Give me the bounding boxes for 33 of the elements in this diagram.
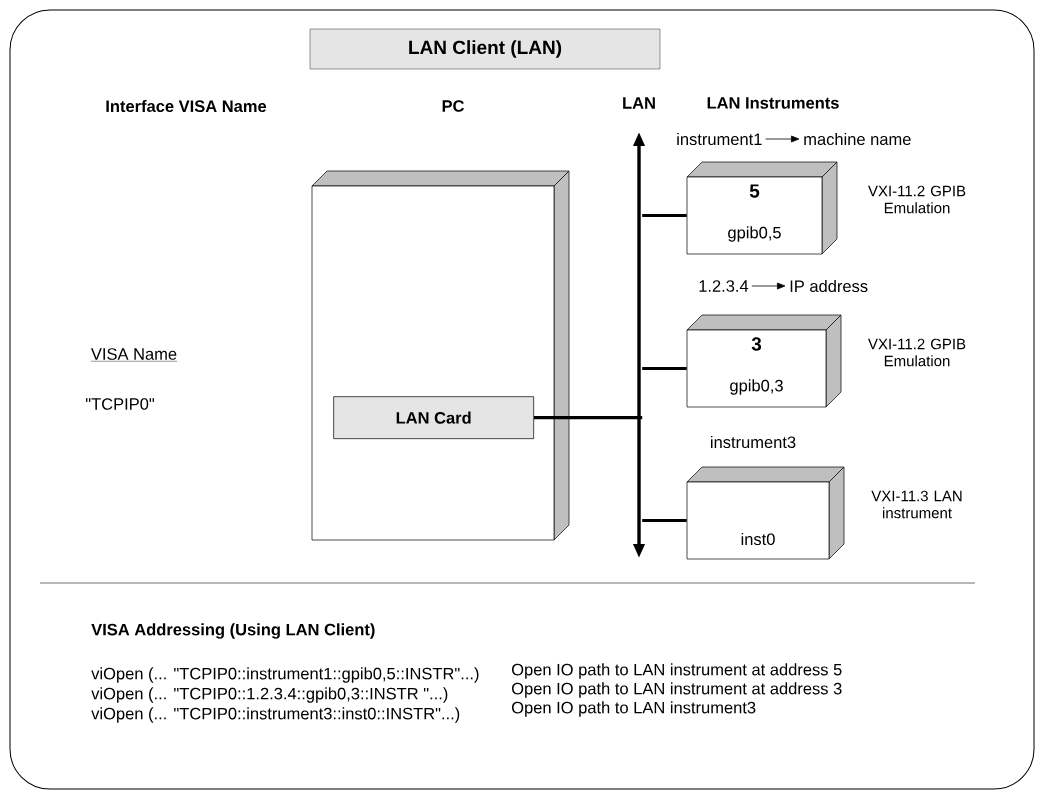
connector-line <box>642 518 687 523</box>
code-line: viOpen (... "TCPIP0::1.2.3.4::gpib0,3::INSTR "...) <box>91 687 448 703</box>
column-heading: VISA Name <box>90 348 178 362</box>
section-heading: VISA Addressing (Using LAN Client) <box>91 623 375 639</box>
alias-text: IP address <box>790 279 868 293</box>
heading: LAN Instruments <box>707 97 839 109</box>
card-box: LAN Card <box>333 396 534 439</box>
description: Open IO path to LAN instrument3 <box>512 701 756 717</box>
node-label: LAN <box>623 97 655 109</box>
heading: Interface VISA Name <box>106 99 267 113</box>
code-line: viOpen (... "TCPIP0::instrument3::inst0::INSTR"...) <box>91 707 460 723</box>
connector-line <box>534 416 643 420</box>
alias-text: machine name <box>804 132 911 146</box>
instrument-name: instrument3 <box>711 435 796 449</box>
instrument-type: VXI-11.2 GPIB Emulation <box>868 185 966 214</box>
description: Open IO path to LAN instrument at address 3 <box>512 682 842 698</box>
heading: PC <box>442 100 464 112</box>
instrument-type: VXI-11.2 GPIB Emulation <box>868 338 966 367</box>
alias-text: instrument1 <box>677 132 762 146</box>
interface-name: "TCPIP0" <box>85 398 155 410</box>
title-box: LAN Client (LAN) <box>309 28 661 70</box>
instrument-box: inst0 <box>686 466 845 560</box>
instrument-box: 5 gpib0,5 <box>686 161 838 255</box>
alias-text: 1.2.3.4 <box>699 280 749 292</box>
connector-line <box>642 213 687 218</box>
code-line: viOpen (... "TCPIP0::instrument1::gpib0,5::INSTR"...) <box>91 667 479 683</box>
connector-line <box>751 282 786 290</box>
description: Open IO path to LAN instrument at address 5 <box>512 663 842 679</box>
connector-line <box>642 366 687 371</box>
instrument-type: VXI-11.3 LAN instrument <box>871 490 962 519</box>
connector-line <box>765 135 800 143</box>
computer-drawing <box>311 170 570 541</box>
instrument-box: 3 gpib0,3 <box>686 314 842 408</box>
